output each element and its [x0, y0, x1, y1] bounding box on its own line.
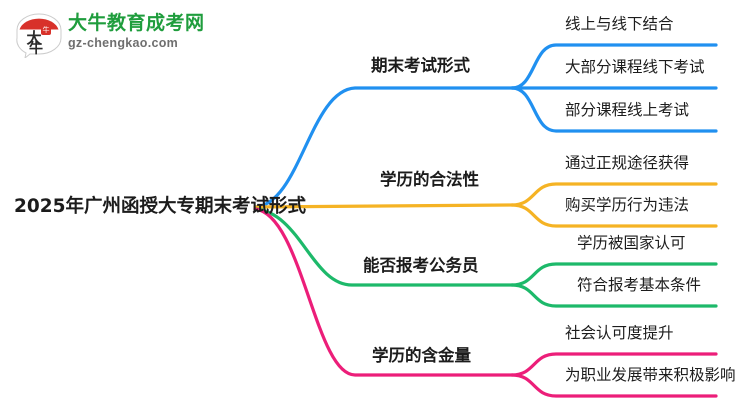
branch-connector-2 [253, 182, 718, 228]
logo-mark-icon: 牛 大 牛 [16, 13, 62, 58]
leaf-node-1-1[interactable]: 线上与线下结合 [565, 15, 674, 33]
leaf-node-1-3[interactable]: 部分课程线上考试 [565, 101, 690, 119]
branch-connector-3 [253, 207, 718, 308]
mindmap-root-node[interactable]: 2025年广州函授大专期末考试形式 [14, 196, 306, 217]
logo-wordmark: 大牛教育成考网 gz-chengkao.com [68, 11, 208, 51]
site-logo: 牛 大 牛 大牛教育成考网 gz-chengkao.com [14, 8, 204, 60]
branch-node-2[interactable]: 学历的合法性 [380, 170, 479, 189]
branch-node-1[interactable]: 期末考试形式 [371, 56, 470, 75]
leaf-node-3-1[interactable]: 学历被国家认可 [577, 234, 686, 252]
branch-node-3[interactable]: 能否报考公务员 [363, 256, 479, 275]
leaf-node-2-1[interactable]: 通过正规途径获得 [565, 154, 690, 172]
branch-node-4[interactable]: 学历的含金量 [372, 346, 471, 365]
leaf-node-4-2[interactable]: 为职业发展带来积极影响 [565, 366, 736, 384]
logo-brand-cn: 大牛教育成考网 [68, 12, 205, 34]
leaf-node-1-2[interactable]: 大部分课程线下考试 [565, 58, 705, 76]
logo-brand-en: gz-chengkao.com [68, 36, 179, 50]
leaf-node-2-2[interactable]: 购买学历行为违法 [565, 196, 690, 214]
leaf-node-3-2[interactable]: 符合报考基本条件 [577, 276, 702, 294]
leaf-node-4-1[interactable]: 社会认可度提升 [565, 324, 674, 342]
branch-connector-4 [253, 207, 718, 398]
svg-text:大: 大 [26, 29, 41, 47]
svg-text:牛: 牛 [43, 25, 50, 34]
svg-text:牛: 牛 [29, 40, 43, 57]
branch-connector-1 [253, 43, 718, 209]
